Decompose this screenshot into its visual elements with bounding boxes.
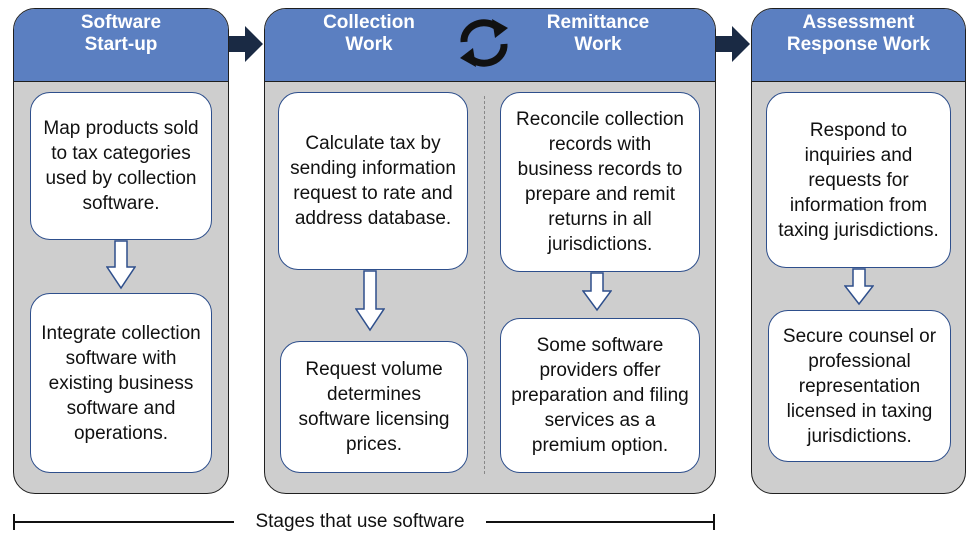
- step-map-products: Map products sold to tax categories used…: [30, 92, 212, 240]
- step-text: Integrate collection software with exist…: [41, 322, 201, 444]
- arrow-right-icon: [716, 26, 750, 62]
- step-text: Reconcile collection records with busine…: [516, 109, 684, 255]
- arrow-down-icon: [844, 268, 874, 306]
- step-request-volume: Request volume determines software licen…: [280, 341, 468, 473]
- step-integrate-software: Integrate collection software with exist…: [30, 293, 212, 473]
- step-text: Some software providers offer preparatio…: [511, 335, 689, 456]
- cycle-arrows-icon: [460, 19, 508, 67]
- step-text: Request volume determines software licen…: [298, 359, 450, 455]
- step-calculate-tax: Calculate tax by sending information req…: [278, 92, 468, 270]
- title-remittance: Remittance Work: [546, 12, 650, 55]
- step-text: Calculate tax by sending information req…: [290, 133, 456, 229]
- step-secure-counsel: Secure counsel or professional represent…: [768, 310, 951, 462]
- title-collection: Collection Work: [323, 12, 415, 55]
- step-premium-option: Some software providers offer preparatio…: [500, 318, 700, 473]
- title-assessment: Assessment Response Work: [786, 12, 931, 55]
- step-text: Respond to inquiries and requests for in…: [778, 119, 939, 241]
- stage-divider: [484, 96, 485, 474]
- bracket-right-tick: [713, 514, 715, 530]
- arrow-down-icon: [582, 272, 612, 312]
- step-reconcile-records: Reconcile collection records with busine…: [500, 92, 700, 272]
- panel-header: [14, 9, 228, 82]
- stages-caption: Stages that use software: [234, 510, 486, 534]
- step-respond-inquiries: Respond to inquiries and requests for in…: [766, 92, 951, 268]
- title-software-startup: Software Start-up: [80, 12, 162, 55]
- arrow-right-icon: [229, 26, 263, 62]
- arrow-down-icon: [355, 270, 385, 332]
- step-text: Secure counsel or professional represent…: [782, 325, 937, 447]
- step-text: Map products sold to tax categories used…: [43, 118, 199, 214]
- panel-header: [752, 9, 965, 82]
- arrow-down-icon: [106, 240, 136, 290]
